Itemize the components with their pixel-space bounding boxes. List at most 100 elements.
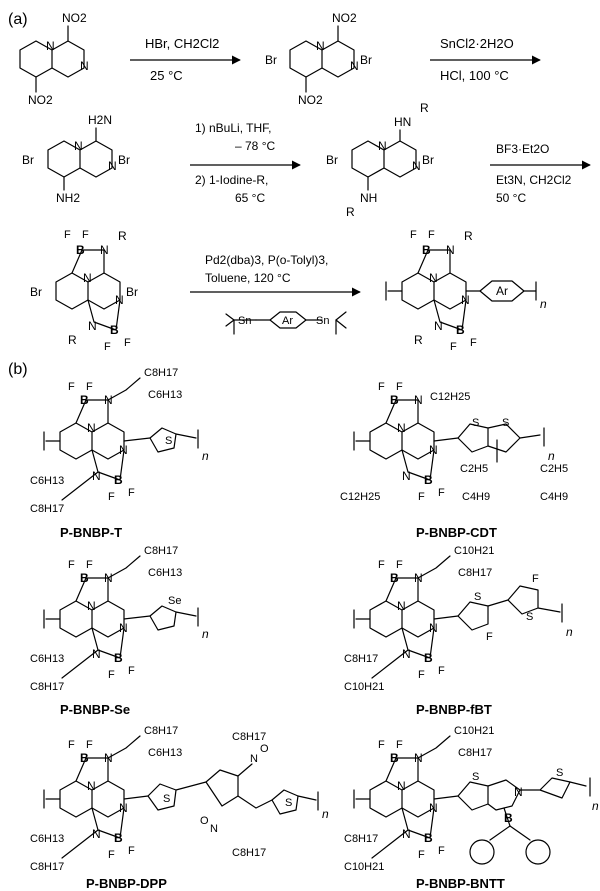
svg-text:C12H25: C12H25 <box>430 391 470 403</box>
svg-text:N: N <box>414 751 423 765</box>
polymer-p-bnbp-se: N N B F F N C8H17 C6H13 N B F F C6H13 C8… <box>30 545 209 717</box>
svg-text:n: n <box>322 807 329 821</box>
svg-text:Sn: Sn <box>316 315 329 327</box>
svg-text:P-BNBP-CDT: P-BNBP-CDT <box>416 525 497 540</box>
svg-text:S: S <box>474 591 481 603</box>
svg-text:N: N <box>87 599 96 613</box>
svg-text:C10H21: C10H21 <box>344 861 384 873</box>
svg-text:F: F <box>68 739 75 751</box>
svg-text:R: R <box>420 101 429 115</box>
svg-text:N: N <box>429 271 438 285</box>
svg-text:F: F <box>396 739 403 751</box>
svg-text:HN: HN <box>394 115 411 129</box>
svg-text:C8H17: C8H17 <box>144 725 178 737</box>
svg-text:R: R <box>464 229 473 243</box>
svg-text:F: F <box>68 559 75 571</box>
compound-dialkylamino-bipyridine: Br Br N N HN R NH R <box>326 101 434 219</box>
svg-text:n: n <box>592 799 599 813</box>
svg-text:S: S <box>556 767 563 779</box>
svg-text:C8H17: C8H17 <box>232 847 266 859</box>
svg-text:B: B <box>422 243 431 257</box>
svg-text:N: N <box>210 823 218 835</box>
svg-text:C6H13: C6H13 <box>30 475 64 487</box>
svg-text:– 78 °C: – 78 °C <box>235 139 275 153</box>
svg-text:C6H13: C6H13 <box>148 389 182 401</box>
svg-text:S: S <box>163 793 170 805</box>
svg-text:C2H5: C2H5 <box>460 463 488 475</box>
svg-text:Br: Br <box>22 153 34 167</box>
panel-label-a: (a) <box>8 11 28 28</box>
polymer-p-bnbp-bntt: N N B F F N C10H21 C8H17 N B F F C8H17 C… <box>344 725 599 891</box>
svg-text:Br: Br <box>126 285 138 299</box>
svg-text:C10H21: C10H21 <box>454 725 494 737</box>
reaction-arrow-4: BF3·Et2O Et3N, CH2Cl2 50 °C <box>490 142 591 205</box>
svg-text:Toluene, 120 °C: Toluene, 120 °C <box>205 271 291 285</box>
svg-text:B: B <box>110 323 119 337</box>
svg-text:N: N <box>397 421 406 435</box>
svg-text:P-BNBP-T: P-BNBP-T <box>60 525 122 540</box>
svg-text:1) nBuLi, THF,: 1) nBuLi, THF, <box>195 121 271 135</box>
svg-text:F: F <box>108 669 115 681</box>
svg-text:N: N <box>402 827 411 841</box>
svg-text:Ar: Ar <box>496 284 508 298</box>
svg-text:N: N <box>119 621 128 635</box>
svg-text:C4H9: C4H9 <box>540 491 568 503</box>
svg-text:N: N <box>412 159 421 173</box>
svg-text:P-BNBP-Se: P-BNBP-Se <box>60 702 130 717</box>
svg-text:Br: Br <box>360 53 372 67</box>
svg-text:n: n <box>202 627 209 641</box>
svg-text:C8H17: C8H17 <box>232 731 266 743</box>
svg-text:F: F <box>108 849 115 861</box>
svg-text:Ar: Ar <box>282 315 293 327</box>
reaction-arrow-2: SnCl2·2H2O HCl, 100 °C <box>430 36 541 83</box>
svg-text:C6H13: C6H13 <box>30 653 64 665</box>
svg-text:S: S <box>472 771 479 783</box>
svg-text:B: B <box>390 393 399 407</box>
svg-text:Sn: Sn <box>238 315 251 327</box>
svg-text:B: B <box>390 571 399 585</box>
svg-text:N: N <box>414 393 423 407</box>
product-polymer-generic: N N B F F N R N R B F F Ar n <box>385 229 547 353</box>
svg-text:B: B <box>424 473 433 487</box>
svg-text:C2H5: C2H5 <box>540 463 568 475</box>
svg-text:R: R <box>346 205 355 219</box>
reaction-arrow-5: Pd2(dba)3, P(o-Tolyl)3, Toluene, 120 °C … <box>190 253 361 335</box>
svg-text:Se: Se <box>168 595 181 607</box>
svg-text:N: N <box>446 243 455 257</box>
svg-text:NO2: NO2 <box>28 93 53 107</box>
svg-text:F: F <box>438 845 445 857</box>
svg-text:F: F <box>532 573 539 585</box>
svg-text:N: N <box>104 751 113 765</box>
polymer-p-bnbp-dpp: N N B F F N C8H17 C6H13 N B F F C6H13 C8… <box>30 725 329 891</box>
svg-text:C8H17: C8H17 <box>144 545 178 557</box>
svg-text:N: N <box>397 779 406 793</box>
svg-text:N: N <box>250 753 258 765</box>
svg-text:N: N <box>402 469 411 483</box>
svg-text:F: F <box>68 381 75 393</box>
svg-text:C8H17: C8H17 <box>144 367 178 379</box>
svg-text:C10H21: C10H21 <box>454 545 494 557</box>
svg-text:N: N <box>397 599 406 613</box>
svg-text:N: N <box>46 39 55 53</box>
svg-text:F: F <box>470 337 477 349</box>
svg-text:N: N <box>92 469 101 483</box>
polymer-p-bnbp-cdt: N N B F F N C12H25 N B F F C12H25 S S C2… <box>340 381 568 540</box>
svg-text:NO2: NO2 <box>298 93 323 107</box>
svg-text:B: B <box>80 571 89 585</box>
compound-diamino-dibromo-bipyridine: Br Br N N H2N NH2 <box>22 113 130 205</box>
svg-text:BF3·Et2O: BF3·Et2O <box>496 142 549 156</box>
svg-text:F: F <box>86 739 93 751</box>
svg-text:F: F <box>450 341 457 353</box>
svg-text:NH: NH <box>360 191 377 205</box>
svg-text:O: O <box>200 815 209 827</box>
svg-text:N: N <box>119 801 128 815</box>
svg-text:N: N <box>461 293 470 307</box>
svg-text:NO2: NO2 <box>62 11 87 25</box>
svg-text:Br: Br <box>30 285 42 299</box>
svg-text:65 °C: 65 °C <box>235 191 265 205</box>
svg-text:S: S <box>165 435 172 447</box>
svg-text:N: N <box>402 647 411 661</box>
svg-text:B: B <box>504 811 513 825</box>
svg-text:F: F <box>128 845 135 857</box>
